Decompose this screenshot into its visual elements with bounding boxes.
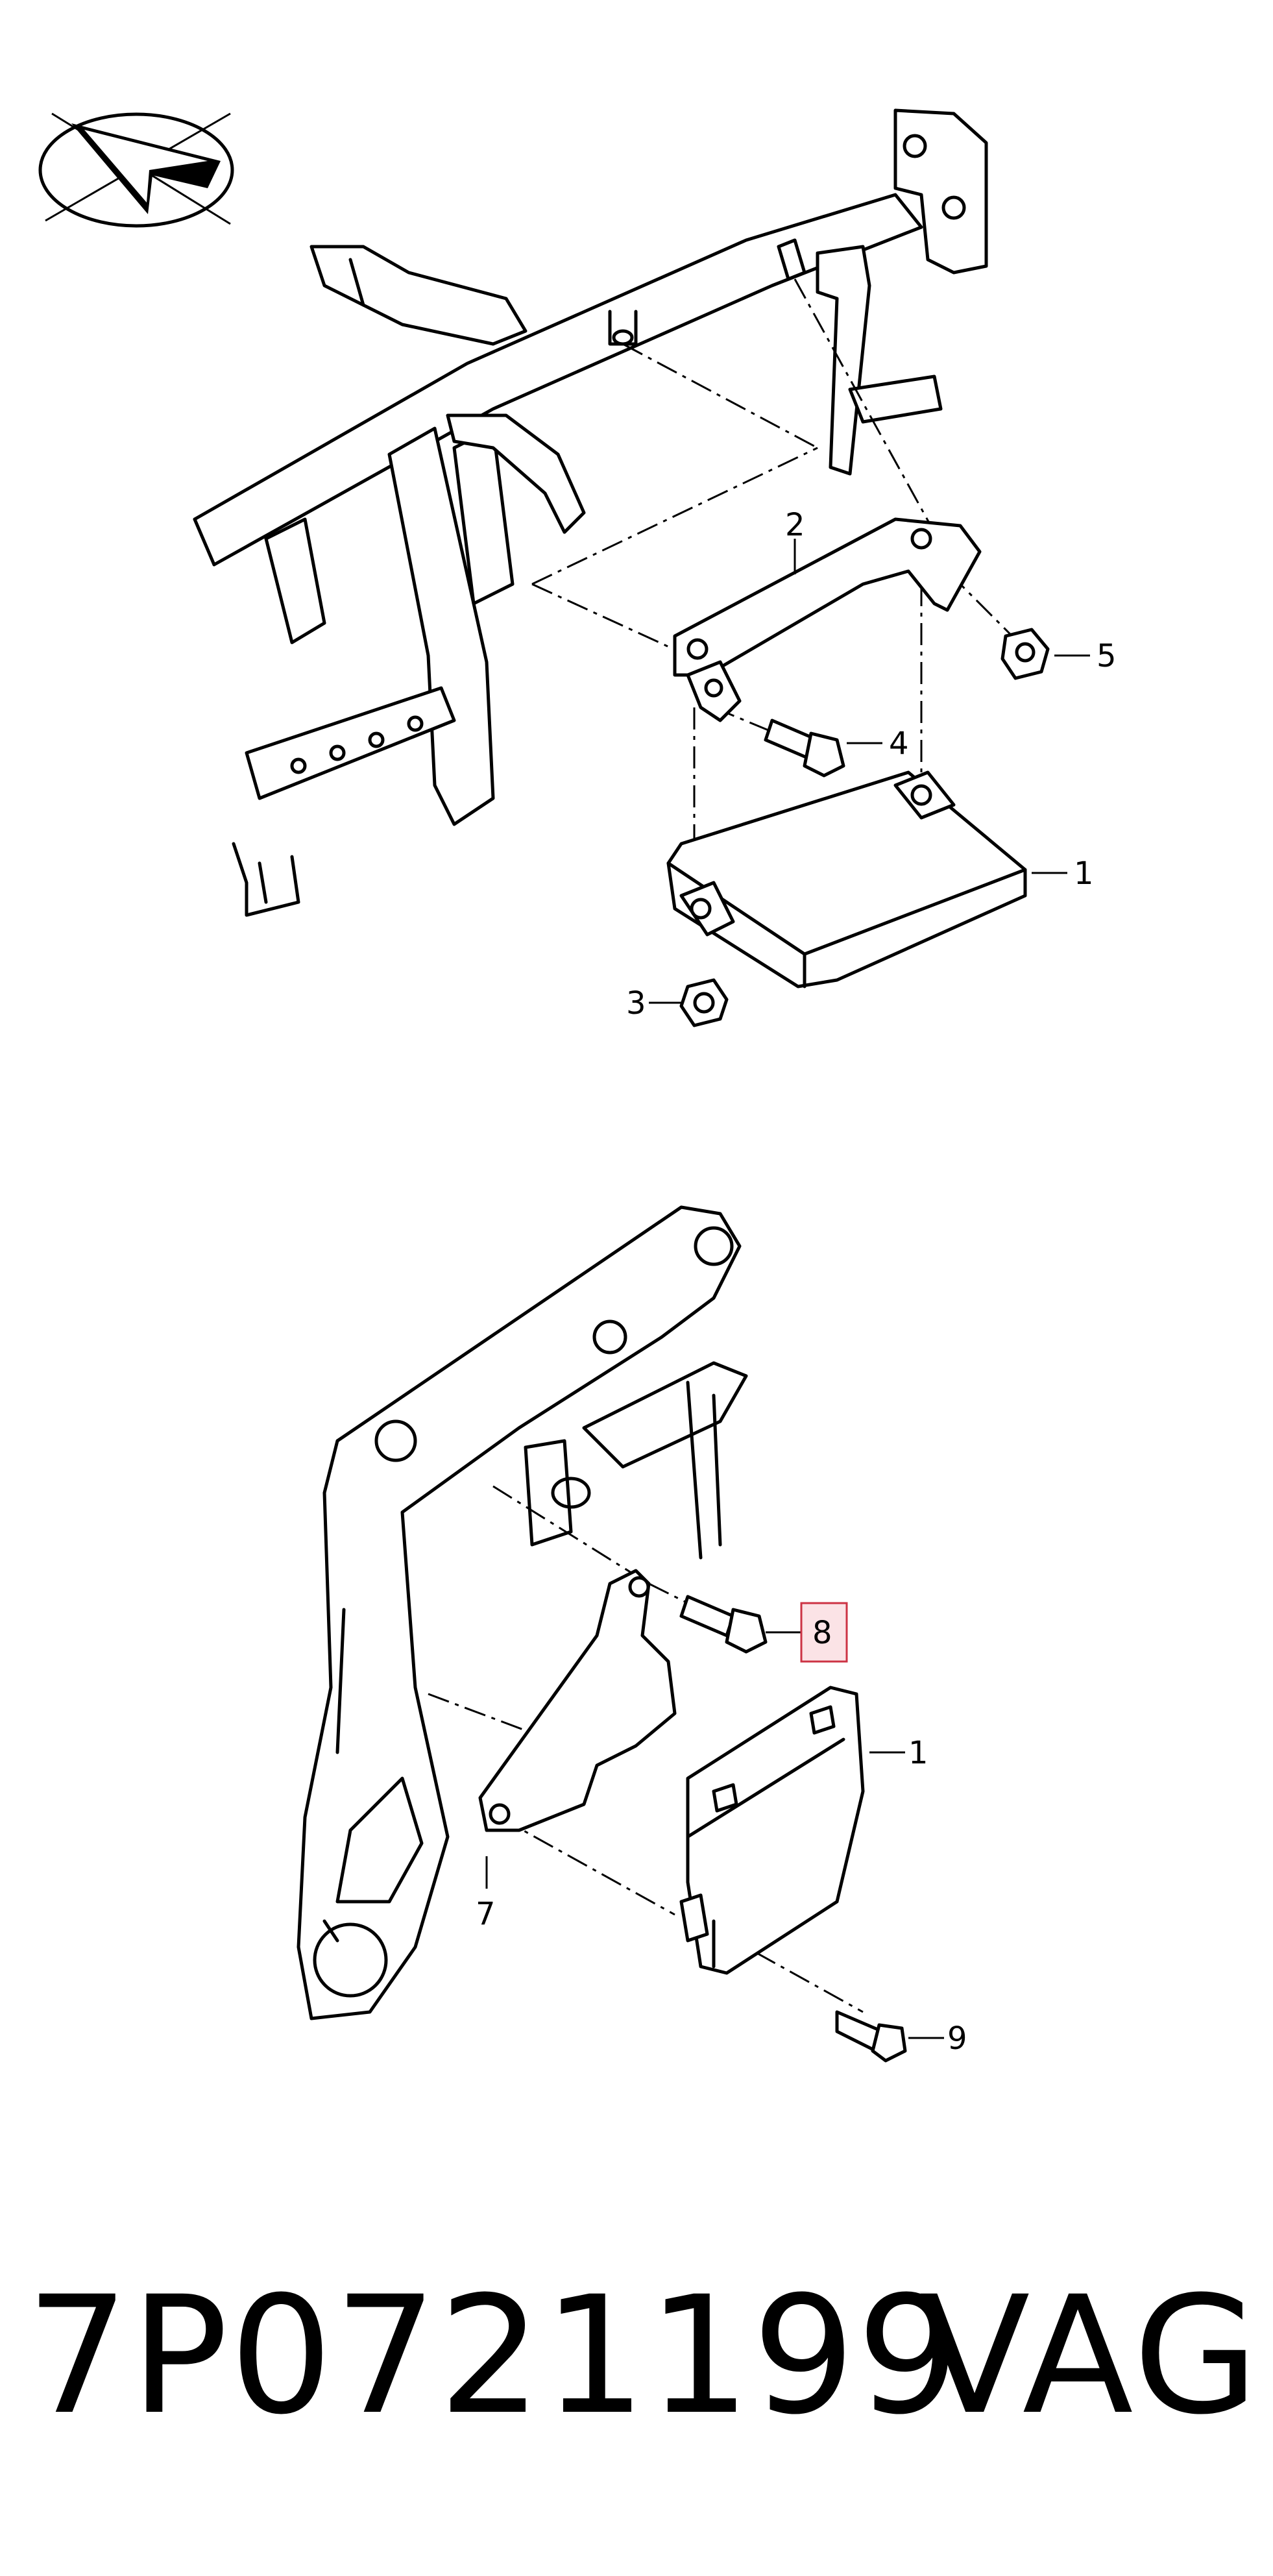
part-7-bracket [478, 1569, 677, 1832]
part-4-bolt [764, 718, 845, 778]
part-2-bracket [673, 517, 982, 722]
svg-text:7: 7 [476, 1896, 496, 1932]
svg-text:9: 9 [947, 2020, 967, 2057]
callout-bottom-8-highlighted[interactable]: 8 [766, 1602, 848, 1663]
svg-text:1: 1 [1074, 855, 1094, 892]
svg-text:3: 3 [626, 985, 646, 1022]
callout-top-2: 2 [785, 507, 805, 574]
callout-bottom-9: 9 [908, 2020, 967, 2057]
part-number: 7P0721199 [26, 2261, 962, 2450]
svg-text:2: 2 [785, 507, 805, 543]
cross-car-beam [193, 108, 988, 917]
part-1-control-module-top [666, 770, 1027, 988]
part-5-nut [1000, 628, 1050, 680]
part-9-screw [835, 2010, 907, 2063]
callout-bottom-7: 7 [476, 1856, 496, 1932]
callout-top-4: 4 [847, 726, 909, 762]
callout-top-3: 3 [626, 985, 681, 1022]
svg-text:5: 5 [1097, 638, 1117, 674]
svg-text:4: 4 [889, 726, 909, 762]
part-3-nut [679, 978, 729, 1027]
svg-text:8: 8 [812, 1615, 832, 1651]
part-1-control-module-bottom [679, 1686, 865, 1975]
brand-label: VAG [919, 2261, 1261, 2450]
callout-top-1: 1 [1032, 855, 1094, 892]
part-8-bolt [679, 1595, 768, 1654]
orientation-arrow-icon [38, 112, 234, 228]
steering-column-bracket [297, 1205, 748, 2020]
callout-top-5: 5 [1054, 638, 1117, 674]
svg-text:1: 1 [908, 1735, 928, 1771]
callout-bottom-1: 1 [869, 1735, 928, 1771]
